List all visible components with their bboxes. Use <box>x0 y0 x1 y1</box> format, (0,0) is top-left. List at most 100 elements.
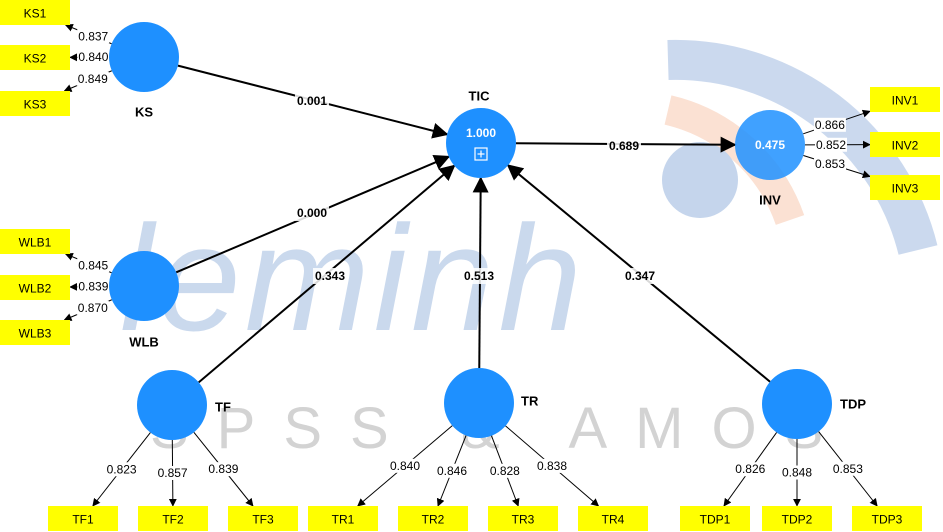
indicator-box[interactable] <box>138 506 208 531</box>
indicator-box[interactable] <box>578 506 648 531</box>
construct-wlb[interactable]: WLB <box>109 251 179 350</box>
construct-ks[interactable]: KS <box>109 22 179 120</box>
outer-loading-tr2: 0.846 <box>437 464 467 478</box>
outer-loading-inv2: 0.852 <box>816 138 846 152</box>
watermark-signal-dot <box>662 142 738 218</box>
indicator-box[interactable] <box>870 175 940 200</box>
indicator-box[interactable] <box>0 229 70 254</box>
construct-circle[interactable] <box>109 251 179 321</box>
construct-circle[interactable] <box>762 369 832 439</box>
indicator-label: WLB2 <box>19 282 52 296</box>
construct-tdp[interactable]: TDP <box>762 369 866 439</box>
indicator-box[interactable] <box>852 506 922 531</box>
construct-name: TF <box>215 400 231 415</box>
indicator-tdp3[interactable]: TDP3 <box>852 506 922 531</box>
indicator-label: WLB1 <box>19 236 52 250</box>
path-coefficient: 0.689 <box>609 139 639 153</box>
loading-label-bg <box>814 137 847 152</box>
construct-circle[interactable] <box>735 110 805 180</box>
outer-loading-tf1: 0.823 <box>107 462 137 476</box>
indicator-box[interactable] <box>870 87 940 112</box>
outer-loading-ks2: 0.840 <box>78 50 108 64</box>
path-coefficient-bg <box>623 268 657 284</box>
construct-name: TIC <box>469 89 491 104</box>
loading-label-bg <box>77 50 110 65</box>
indicator-label: TF2 <box>162 513 184 527</box>
indicator-label: TR2 <box>422 513 445 527</box>
loading-label-bg <box>436 463 469 478</box>
construct-circle[interactable] <box>446 108 516 178</box>
outer-loading-tdp3: 0.853 <box>833 462 863 476</box>
indicator-tf1[interactable]: TF1 <box>48 506 118 531</box>
outer-loading-inv1: 0.866 <box>815 118 845 132</box>
outer-loading-tr3: 0.828 <box>490 464 520 478</box>
outer-loading-tf2: 0.857 <box>158 466 188 480</box>
indicator-inv1[interactable]: INV1 <box>870 87 940 112</box>
path-coefficient-bg <box>295 93 329 109</box>
path-coefficient: 0.000 <box>297 206 327 220</box>
indicator-ks3[interactable]: KS3 <box>0 91 70 116</box>
indicator-label: INV3 <box>892 182 919 196</box>
indicator-box[interactable] <box>308 506 378 531</box>
path-coefficient-bg <box>313 268 347 284</box>
outer-loading-tf3: 0.839 <box>208 462 238 476</box>
indicator-label: WLB3 <box>19 327 52 341</box>
construct-circle[interactable] <box>444 368 514 438</box>
indicator-ks2[interactable]: KS2 <box>0 45 70 70</box>
loading-label-bg <box>488 463 521 478</box>
indicator-box[interactable] <box>0 275 70 300</box>
construct-name: TDP <box>840 397 866 412</box>
indicator-tr4[interactable]: TR4 <box>578 506 648 531</box>
indicator-box[interactable] <box>870 132 940 157</box>
indicator-tr1[interactable]: TR1 <box>308 506 378 531</box>
path-coefficient-bg <box>607 138 641 154</box>
loading-label-bg <box>77 258 110 273</box>
indicator-box[interactable] <box>0 45 70 70</box>
indicator-wlb2[interactable]: WLB2 <box>0 275 70 300</box>
indicator-box[interactable] <box>228 506 298 531</box>
indicator-box[interactable] <box>0 320 70 345</box>
indicator-tdp2[interactable]: TDP2 <box>762 506 832 531</box>
construct-tr[interactable]: TR <box>444 368 539 438</box>
indicator-wlb1[interactable]: WLB1 <box>0 229 70 254</box>
indicator-inv3[interactable]: INV3 <box>870 175 940 200</box>
indicator-label: TF1 <box>72 513 94 527</box>
construct-name: KS <box>135 105 153 120</box>
path-coefficient-bg <box>295 205 329 221</box>
outer-loading-wlb2: 0.839 <box>78 280 108 294</box>
path-coefficient-bg <box>462 268 496 284</box>
construct-name: WLB <box>129 335 159 350</box>
indicator-label: TF3 <box>252 513 274 527</box>
indicator-label: TR4 <box>602 513 625 527</box>
indicator-label: TDP1 <box>700 513 731 527</box>
indicator-tf2[interactable]: TF2 <box>138 506 208 531</box>
indicator-box[interactable] <box>488 506 558 531</box>
construct-circle[interactable] <box>109 22 179 92</box>
indicator-tdp1[interactable]: TDP1 <box>680 506 750 531</box>
loading-label-bg <box>76 71 109 86</box>
plus-square-icon[interactable] <box>474 147 488 161</box>
indicator-wlb3[interactable]: WLB3 <box>0 320 70 345</box>
indicator-ks1[interactable]: KS1 <box>0 0 70 25</box>
construct-name: TR <box>521 394 539 409</box>
indicator-box[interactable] <box>0 0 70 25</box>
indicator-tr3[interactable]: TR3 <box>488 506 558 531</box>
loading-label-bg <box>76 300 109 315</box>
indicator-box[interactable] <box>680 506 750 531</box>
indicator-box[interactable] <box>0 91 70 116</box>
indicator-label: TR1 <box>332 513 355 527</box>
indicator-inv2[interactable]: INV2 <box>870 132 940 157</box>
construct-circle[interactable] <box>137 370 207 440</box>
indicator-tr2[interactable]: TR2 <box>398 506 468 531</box>
r-squared-value: 0.475 <box>755 138 785 152</box>
indicator-tf3[interactable]: TF3 <box>228 506 298 531</box>
indicator-box[interactable] <box>762 506 832 531</box>
construct-tf[interactable]: TF <box>137 370 231 440</box>
indicator-box[interactable] <box>398 506 468 531</box>
indicator-box[interactable] <box>48 506 118 531</box>
loading-label-bg <box>734 462 767 477</box>
indicator-label: TDP2 <box>782 513 813 527</box>
